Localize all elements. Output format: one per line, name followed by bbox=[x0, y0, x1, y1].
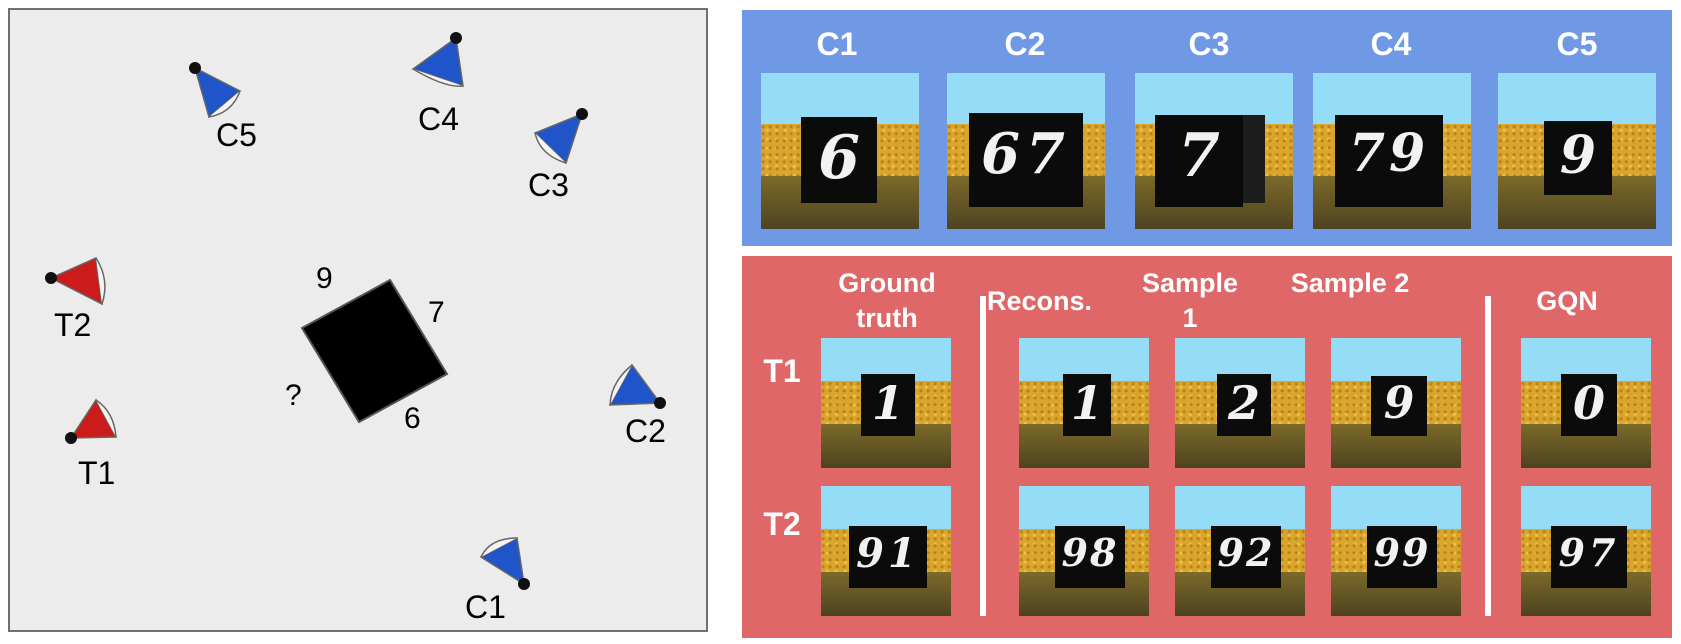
cube bbox=[300, 278, 449, 424]
camera-c2-label: C2 bbox=[625, 413, 666, 449]
digit: 1 bbox=[1070, 376, 1103, 430]
target-views-panel: Ground truth Recons. Sample 1 Sample 2 G… bbox=[742, 256, 1672, 638]
context-header-c1: C1 bbox=[816, 26, 858, 62]
cube-face-bottom: 6 bbox=[404, 402, 421, 435]
context-view-c2: 67 bbox=[947, 73, 1105, 229]
t2-recons-view: 98 bbox=[1019, 486, 1149, 616]
camera-c3: C3 bbox=[528, 108, 588, 203]
camera-c5: C5 bbox=[189, 62, 257, 153]
digit: 92 bbox=[1217, 530, 1275, 575]
digit: 67 bbox=[981, 121, 1071, 187]
row-header-t2: T2 bbox=[763, 506, 801, 542]
digit: 7 bbox=[1178, 121, 1220, 191]
context-view-c1: 6 bbox=[761, 73, 919, 229]
digit: 0 bbox=[1572, 376, 1605, 430]
t2-sample2-view: 99 bbox=[1331, 486, 1461, 616]
digit: 6 bbox=[818, 123, 860, 193]
t2-gqn-view: 97 bbox=[1521, 486, 1651, 616]
camera-t2: T2 bbox=[45, 256, 106, 343]
scene-diagram: 9 7 6 ? C5 C4 C3 C2 bbox=[8, 8, 708, 632]
t1-ground-truth-view: 1 bbox=[821, 338, 951, 468]
t1-recons-view: 1 bbox=[1019, 338, 1149, 468]
camera-t2-label: T2 bbox=[54, 307, 91, 343]
t2-sample1-view: 92 bbox=[1175, 486, 1305, 616]
separator-left bbox=[980, 296, 986, 616]
context-header-c5: C5 bbox=[1556, 26, 1598, 62]
column-header-sample1: Sample 1 bbox=[1141, 268, 1239, 333]
column-header-sample2: Sample 2 bbox=[1290, 268, 1410, 298]
row-header-t1: T1 bbox=[763, 353, 801, 389]
digit: 99 bbox=[1373, 530, 1431, 575]
camera-c4-label: C4 bbox=[418, 101, 459, 137]
digit: 9 bbox=[1383, 378, 1415, 429]
t1-sample1-view: 2 bbox=[1175, 338, 1305, 468]
camera-c5-label: C5 bbox=[216, 117, 257, 153]
context-view-c5: 9 bbox=[1498, 73, 1656, 229]
digit: 2 bbox=[1227, 376, 1260, 430]
digit: 98 bbox=[1061, 530, 1119, 575]
camera-c1-label: C1 bbox=[465, 589, 506, 625]
camera-t1: T1 bbox=[65, 398, 118, 491]
column-header-ground-truth: Ground truth bbox=[838, 268, 936, 333]
digit: 9 bbox=[1559, 125, 1597, 186]
context-views-panel: C1 C2 C3 C4 C5 6 67 7 79 9 bbox=[742, 10, 1672, 246]
context-header-c3: C3 bbox=[1188, 26, 1230, 62]
context-header-c2: C2 bbox=[1004, 26, 1046, 62]
digit: 97 bbox=[1558, 530, 1620, 575]
t1-gqn-view: 0 bbox=[1521, 338, 1651, 468]
separator-right bbox=[1485, 296, 1491, 616]
camera-c4: C4 bbox=[411, 32, 464, 137]
digit: 91 bbox=[856, 530, 920, 577]
column-header-recons: Recons. bbox=[986, 286, 1093, 316]
digit: 1 bbox=[871, 376, 904, 430]
context-view-c3: 7 bbox=[1135, 73, 1293, 229]
cube-face-top: 9 bbox=[316, 262, 333, 295]
context-header-c4: C4 bbox=[1370, 26, 1412, 62]
scene-svg: 9 7 6 ? C5 C4 C3 C2 bbox=[45, 32, 666, 625]
context-view-c4: 79 bbox=[1313, 73, 1471, 229]
camera-c2: C2 bbox=[608, 363, 666, 449]
column-header-gqn: GQN bbox=[1536, 286, 1598, 316]
camera-c3-label: C3 bbox=[528, 167, 569, 203]
cube-face-right: 7 bbox=[428, 296, 445, 329]
camera-c1: C1 bbox=[465, 536, 530, 625]
digit: 79 bbox=[1348, 123, 1430, 184]
t1-sample2-view: 9 bbox=[1331, 338, 1461, 468]
t2-ground-truth-view: 91 bbox=[821, 486, 951, 616]
camera-t1-label: T1 bbox=[78, 455, 115, 491]
cube-face-left: ? bbox=[285, 379, 302, 412]
